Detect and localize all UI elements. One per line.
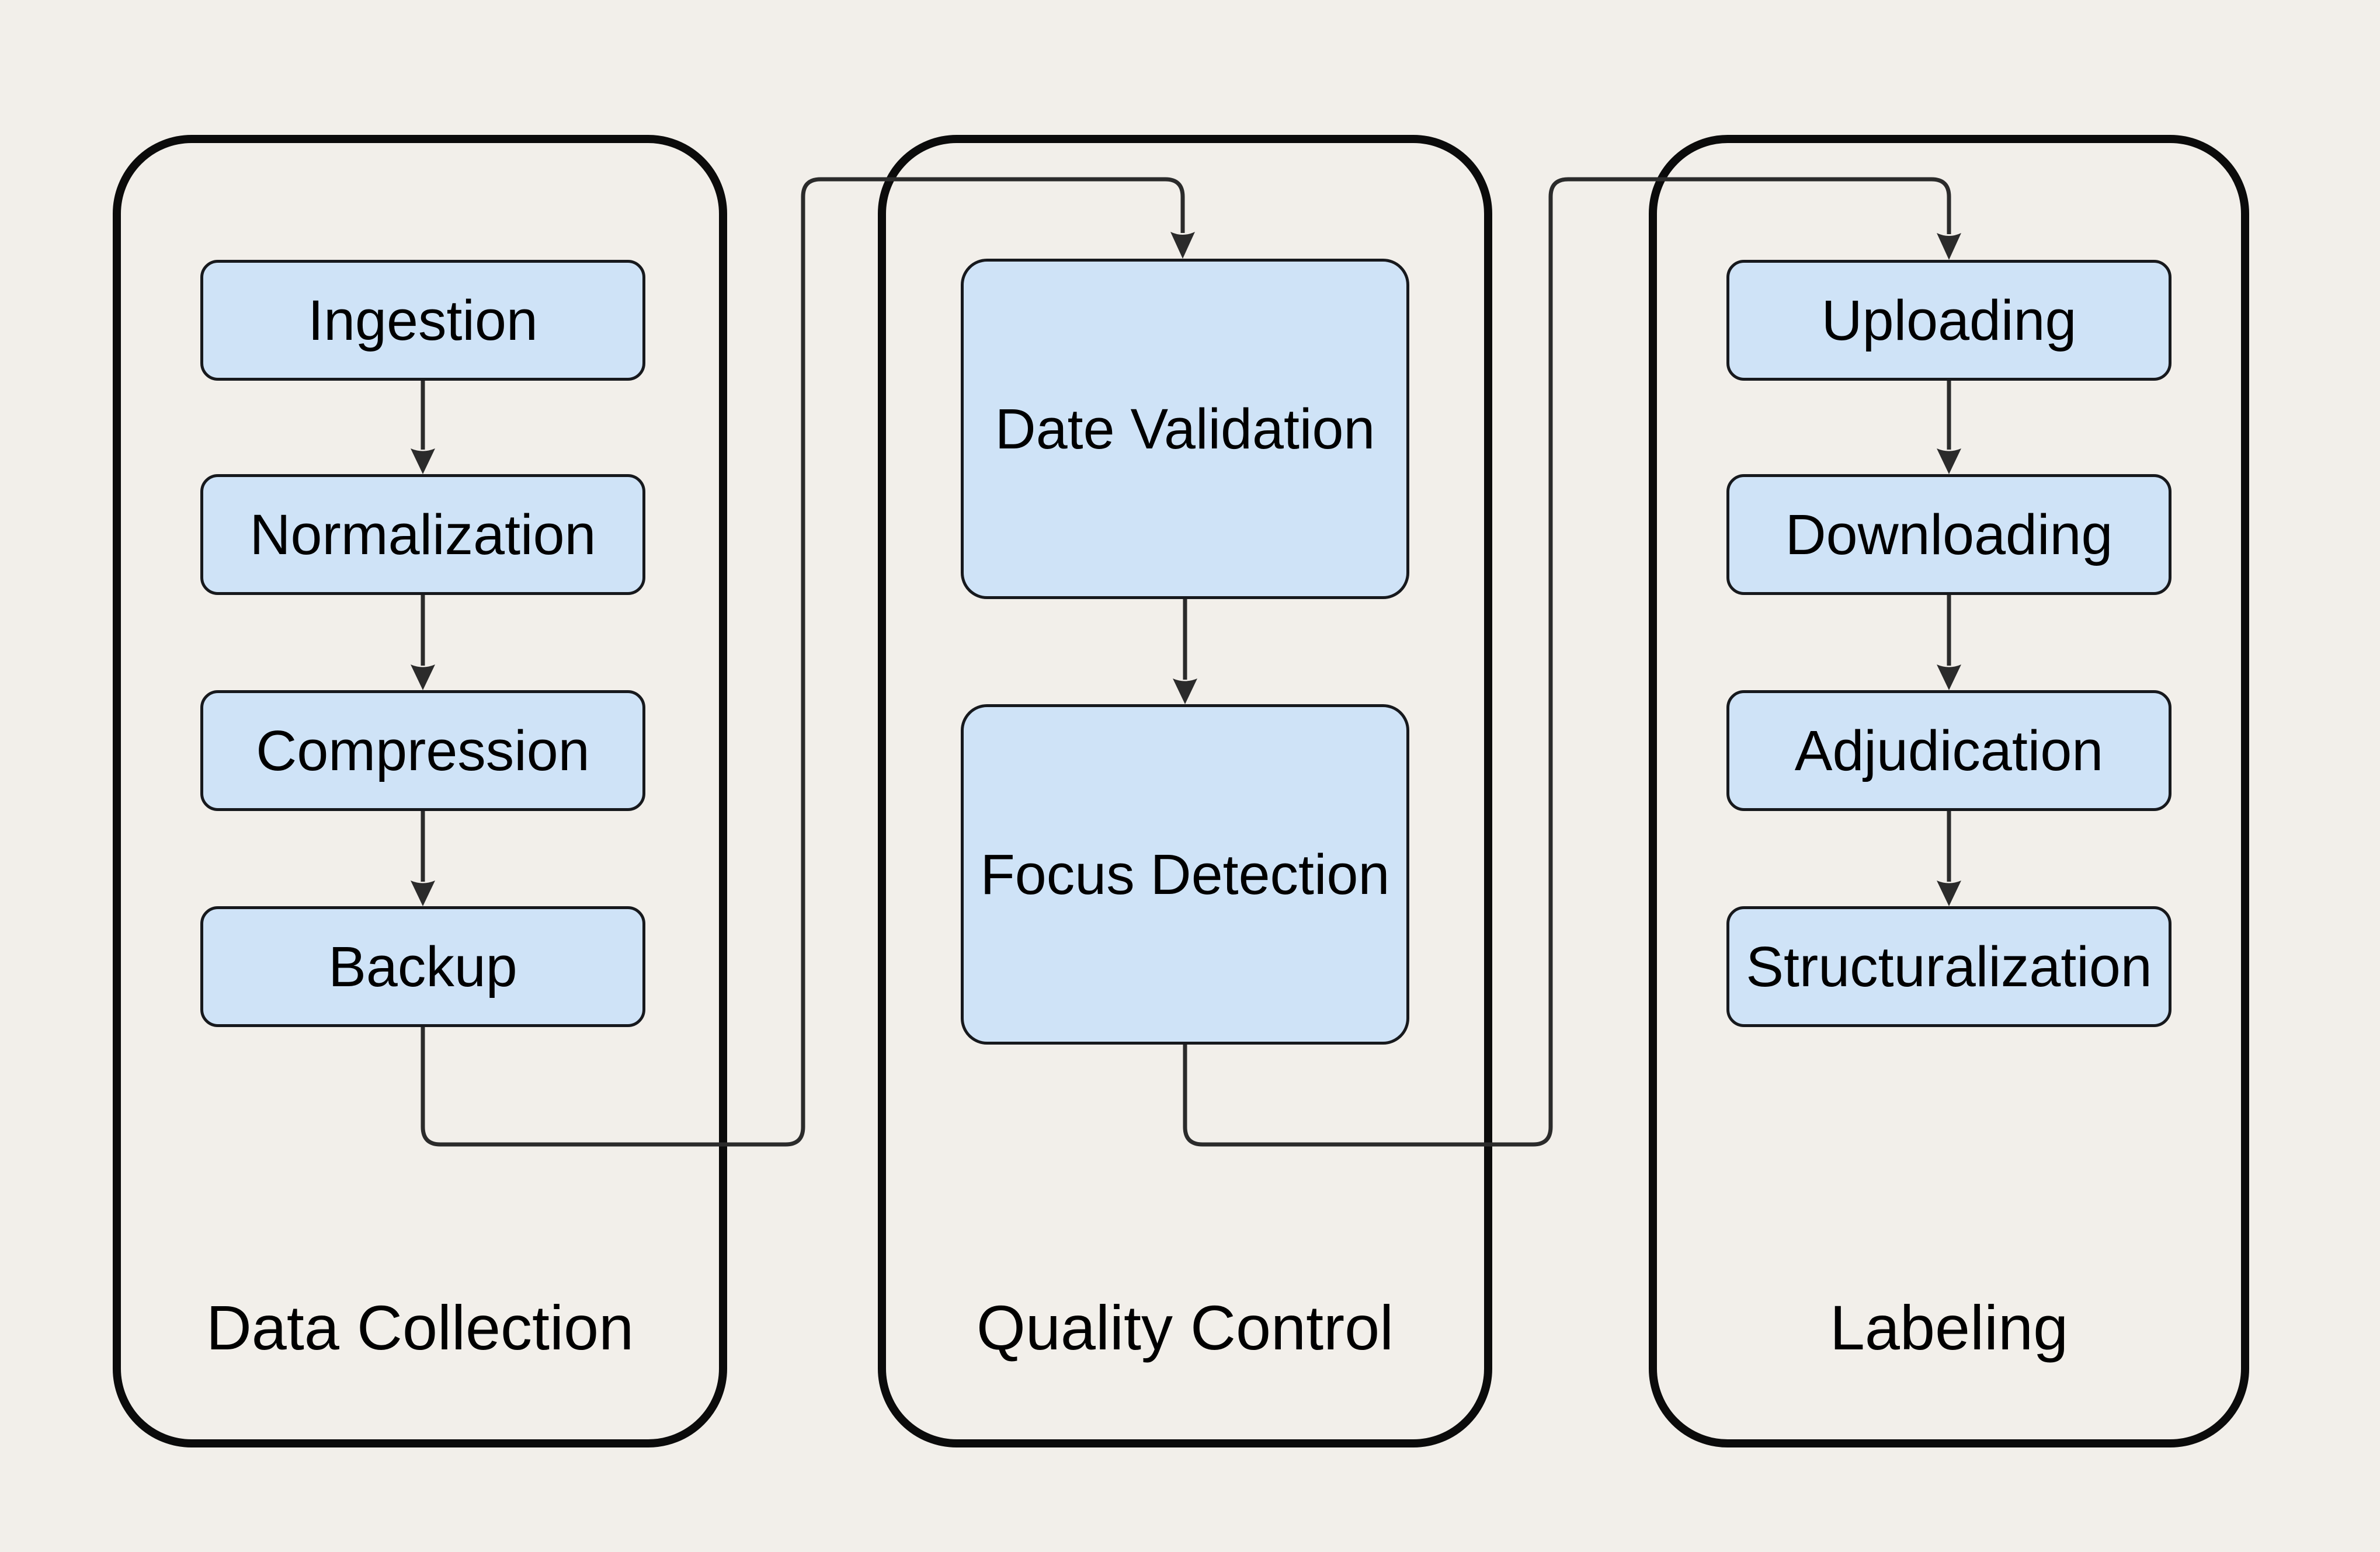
node-focus-detection: Focus Detection — [961, 704, 1409, 1045]
node-backup: Backup — [200, 906, 645, 1027]
group-title-quality-control: Quality Control — [976, 1292, 1394, 1363]
node-date-validation: Date Validation — [961, 259, 1409, 599]
node-structuralization: Structuralization — [1726, 906, 2171, 1027]
node-compression: Compression — [200, 690, 645, 811]
node-downloading: Downloading — [1726, 474, 2171, 595]
group-title-labeling: Labeling — [1829, 1292, 2069, 1363]
group-title-data-collection: Data Collection — [206, 1292, 634, 1363]
node-adjudication: Adjudication — [1726, 690, 2171, 811]
node-normalization: Normalization — [200, 474, 645, 595]
node-ingestion: Ingestion — [200, 260, 645, 381]
node-uploading: Uploading — [1726, 260, 2171, 381]
